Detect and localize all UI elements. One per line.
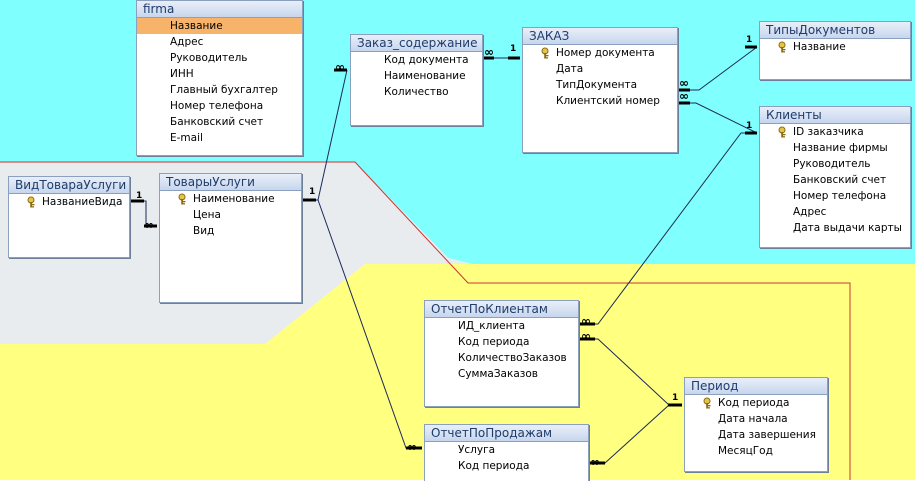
field-item[interactable]: Код документа — [384, 54, 469, 66]
rel-one-label: 1 — [746, 35, 753, 45]
field-item[interactable]: Руководитель — [170, 52, 248, 64]
table-title[interactable]: firma — [137, 1, 302, 18]
rel-one-label: 1 — [672, 393, 679, 403]
rel-one-label: 1 — [136, 191, 143, 201]
table-title[interactable]: Клиенты — [760, 107, 910, 124]
table-period[interactable]: Период Код периода Дата начала Дата заве… — [684, 377, 828, 472]
table-tipy-dokumentov[interactable]: ТипыДокументов Название — [759, 21, 911, 80]
table-klienty[interactable]: Клиенты ID заказчика Название фирмы Руко… — [759, 106, 911, 248]
table-title[interactable]: ЗАКАЗ — [523, 28, 677, 45]
field-item[interactable]: E-mail — [170, 132, 203, 144]
rel-one-label: 1 — [309, 187, 316, 197]
field-item[interactable]: Адрес — [793, 206, 827, 218]
field-item[interactable]: Дата начала — [718, 413, 788, 425]
field-item[interactable]: Название — [760, 39, 910, 55]
field-item[interactable]: Дата — [556, 63, 584, 75]
field-item[interactable]: МесяцГод — [718, 445, 773, 457]
table-title[interactable]: Период — [685, 378, 827, 395]
relationship-ends — [130, 45, 757, 465]
field-item[interactable]: Клиентский номер — [556, 95, 660, 107]
rel-many-label: ∞ — [335, 60, 345, 74]
rel-many-label: ∞ — [407, 440, 417, 454]
field-item[interactable]: Цена — [193, 209, 221, 221]
field-label: Название — [793, 41, 846, 53]
field-item[interactable]: ТипДокумента — [556, 79, 638, 91]
field-item[interactable]: Код периода — [685, 395, 827, 411]
rel-one-label: 1 — [510, 44, 517, 54]
field-item[interactable]: Услуга — [458, 444, 496, 456]
field-label: ID заказчика — [793, 126, 864, 138]
table-title[interactable]: ОтчетПоКлиентам — [425, 301, 578, 318]
field-label: Наименование — [193, 193, 275, 205]
table-title[interactable]: ТоварыУслуги — [160, 174, 301, 191]
table-firma[interactable]: firma Название Адрес Руководитель ИНН Гл… — [136, 0, 303, 156]
table-title[interactable]: Заказ_содержание — [351, 35, 482, 52]
rel-many-label: ∞ — [144, 218, 154, 232]
primary-key-icon — [27, 196, 39, 208]
rel-one-label: 1 — [746, 121, 753, 131]
table-title[interactable]: ТипыДокументов — [760, 22, 910, 39]
table-title[interactable]: ОтчетПоПродажам — [425, 425, 588, 442]
field-item[interactable]: Номер телефона — [170, 100, 264, 112]
field-label: НазваниеВида — [42, 196, 123, 208]
table-otchet-klientam[interactable]: ОтчетПоКлиентам ИД_клиента Код периода К… — [424, 300, 579, 407]
field-item[interactable]: Дата выдачи карты — [793, 222, 902, 234]
field-item[interactable]: НазваниеВида — [9, 194, 129, 210]
rel-many-label: ∞ — [581, 329, 591, 343]
field-item[interactable]: Количество — [384, 86, 449, 98]
field-item[interactable]: Главный бухгалтер — [170, 84, 278, 96]
table-zakaz-soderzhanie[interactable]: Заказ_содержание Код документа Наименова… — [350, 34, 483, 126]
rel-many-label: ∞ — [590, 455, 600, 469]
field-label: Номер документа — [556, 47, 655, 59]
rel-many-label: ∞ — [679, 89, 689, 103]
field-item[interactable]: ИД_клиента — [458, 320, 526, 332]
field-item[interactable]: Наименование — [160, 191, 301, 207]
zone-outline — [0, 161, 851, 480]
table-vid-tovara[interactable]: ВидТовараУслуги НазваниеВида — [8, 176, 130, 258]
rel-many-label: ∞ — [679, 76, 689, 90]
field-item[interactable]: Адрес — [170, 36, 204, 48]
field-item[interactable]: Руководитель — [793, 158, 871, 170]
table-otchet-prodazham[interactable]: ОтчетПоПродажам Услуга Код периода — [424, 424, 589, 481]
primary-key-icon — [541, 47, 553, 59]
table-title[interactable]: ВидТовараУслуги — [9, 177, 129, 194]
field-item[interactable]: ИНН — [170, 68, 194, 80]
field-item[interactable]: Код периода — [458, 460, 530, 472]
primary-key-icon — [178, 193, 190, 205]
field-item[interactable]: СуммаЗаказов — [458, 368, 538, 380]
primary-key-icon — [778, 41, 790, 53]
field-item[interactable]: Код периода — [458, 336, 530, 348]
field-label: Код периода — [718, 397, 790, 409]
field-item[interactable]: Название — [137, 18, 302, 34]
primary-key-icon — [778, 126, 790, 138]
field-item[interactable]: Банковский счет — [170, 116, 264, 128]
primary-key-icon — [703, 397, 715, 409]
field-item[interactable]: Вид — [193, 225, 215, 237]
field-item[interactable]: Номер документа — [523, 45, 677, 61]
field-item[interactable]: ID заказчика — [760, 124, 910, 140]
rel-many-label: ∞ — [581, 314, 591, 328]
table-tovary[interactable]: ТоварыУслуги Наименование Цена Вид — [159, 173, 302, 303]
field-item[interactable]: Название фирмы — [793, 142, 888, 154]
field-item[interactable]: Дата завершения — [718, 429, 816, 441]
field-item[interactable]: Номер телефона — [793, 190, 887, 202]
field-item[interactable]: Банковский счет — [793, 174, 887, 186]
field-item[interactable]: Наименование — [384, 70, 466, 82]
table-zakaz[interactable]: ЗАКАЗ Номер документа Дата ТипДокумента … — [522, 27, 678, 153]
rel-many-label: ∞ — [484, 45, 494, 59]
field-item[interactable]: КоличествоЗаказов — [458, 352, 567, 364]
